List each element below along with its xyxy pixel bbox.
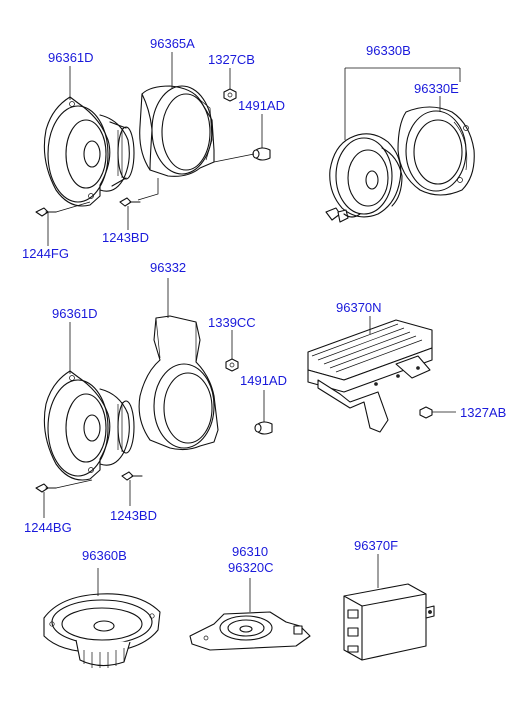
screw-1243BD-top [119,197,141,207]
screw-1243BD-mid [121,471,143,481]
label-96370F: 96370F [354,538,398,553]
label-96330B: 96330B [366,43,411,58]
speaker-cover-96365A [139,85,215,177]
label-96310: 96310 [232,544,268,559]
screw-1244BG [35,483,57,493]
speaker-96360B [43,593,161,668]
label-1243BD-top: 1243BD [102,230,149,245]
label-96361D-top: 96361D [48,50,94,65]
tweeter-96310-96320C [189,611,311,651]
label-1339CC: 1339CC [208,315,256,330]
label-96361D-mid: 96361D [52,306,98,321]
label-96365A: 96365A [150,36,195,51]
label-1491AD-mid: 1491AD [240,373,287,388]
label-1327AB: 1327AB [460,405,506,420]
label-96320C: 96320C [228,560,274,575]
nut-1327CB [223,88,237,102]
nut-1339CC [225,358,239,372]
module-96370F [343,583,435,661]
nut-1327AB [419,406,433,419]
front-speaker-96361D-top [43,96,135,207]
label-96332: 96332 [150,260,186,275]
speaker-cover-96332 [138,315,219,451]
rear-speaker-96361D-mid [43,370,135,481]
amplifier-96370N [307,319,433,433]
speaker-ring-96330E [397,106,475,196]
label-1491AD-top: 1491AD [238,98,285,113]
label-96330E: 96330E [414,81,459,96]
speaker-96330B [325,133,403,223]
label-1243BD-mid: 1243BD [110,508,157,523]
grommet-1491AD-mid [254,421,273,435]
label-1244FG: 1244FG [22,246,69,261]
label-96370N: 96370N [336,300,382,315]
label-1327CB: 1327CB [208,52,255,67]
label-96360B: 96360B [82,548,127,563]
screw-1244FG [35,207,57,217]
label-1244BG: 1244BG [24,520,72,535]
grommet-1491AD-top [252,147,271,161]
